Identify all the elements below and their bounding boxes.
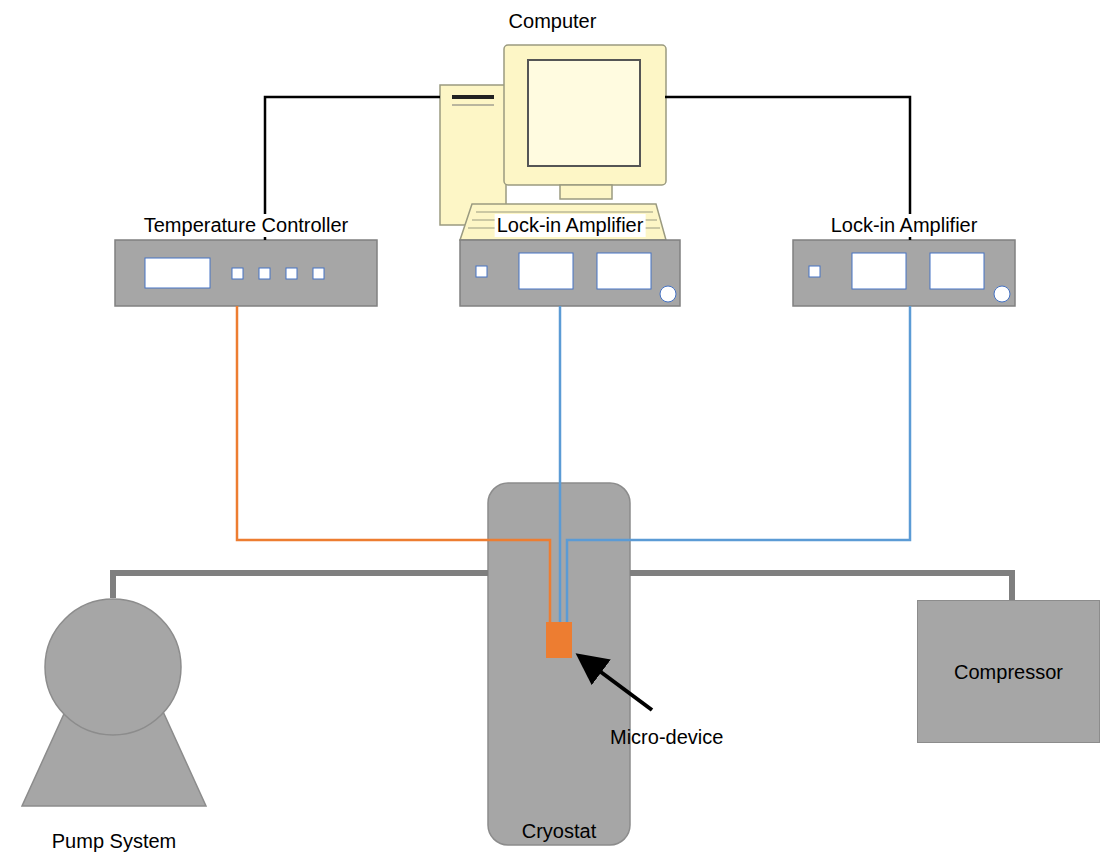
instrument-box: Temperature Controller: [115, 240, 377, 306]
signal-wire: [559, 306, 562, 622]
pipe-line: [630, 573, 1012, 600]
micro-device: Micro-device: [546, 622, 572, 658]
pipe-line: [113, 573, 488, 598]
instrument-box: Lock-in Amplifier: [460, 240, 680, 306]
computer-icon: [440, 45, 666, 240]
node-label: Micro-device: [610, 726, 723, 749]
instrument-panel: [793, 240, 1015, 306]
node-label: Computer: [507, 10, 599, 33]
node-label: Compressor: [954, 660, 1063, 683]
instrument-panel: [460, 240, 680, 306]
node-label: Pump System: [52, 830, 176, 853]
instrument-panel: [115, 240, 377, 306]
leader-arrow: [582, 658, 652, 710]
pump-system: Pump System: [22, 598, 206, 806]
instrument-box: Lock-in Amplifier: [793, 240, 1015, 306]
computer: Computer: [440, 45, 665, 240]
cryostat: Cryostat Micro-device: [488, 483, 630, 845]
compressor-box: Compressor: [917, 600, 1100, 743]
node-label: Cryostat: [522, 820, 596, 843]
pump-icon: [22, 599, 206, 806]
node-label: Temperature Controller: [142, 214, 351, 237]
node-label: Lock-in Amplifier: [495, 214, 646, 237]
node-label: Lock-in Amplifier: [829, 214, 980, 237]
